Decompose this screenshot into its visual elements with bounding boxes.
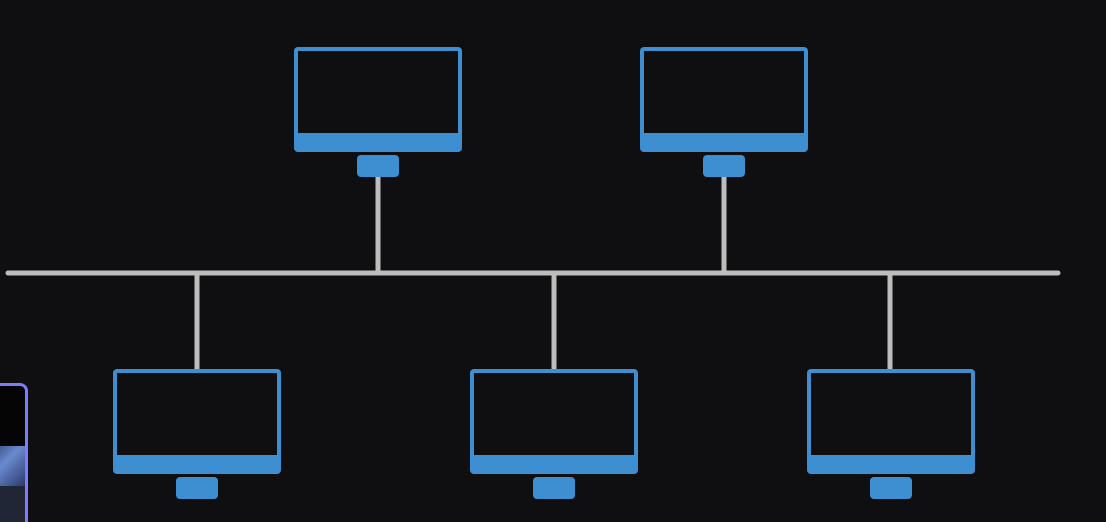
monitor-icon	[470, 369, 638, 499]
computer-bottom-1	[113, 369, 281, 499]
computer-top-1	[294, 47, 462, 177]
monitor-icon	[807, 369, 975, 499]
monitor-icon	[113, 369, 281, 499]
computer-top-2	[640, 47, 808, 177]
monitor-icon	[640, 47, 808, 177]
thumbnail-preview-image	[0, 446, 25, 486]
monitor-icon	[294, 47, 462, 177]
window-thumbnail[interactable]	[0, 383, 28, 522]
computer-bottom-3	[807, 369, 975, 499]
computer-bottom-2	[470, 369, 638, 499]
thumbnail-preview-top	[0, 386, 25, 446]
thumbnail-preview-bottom	[0, 486, 25, 522]
